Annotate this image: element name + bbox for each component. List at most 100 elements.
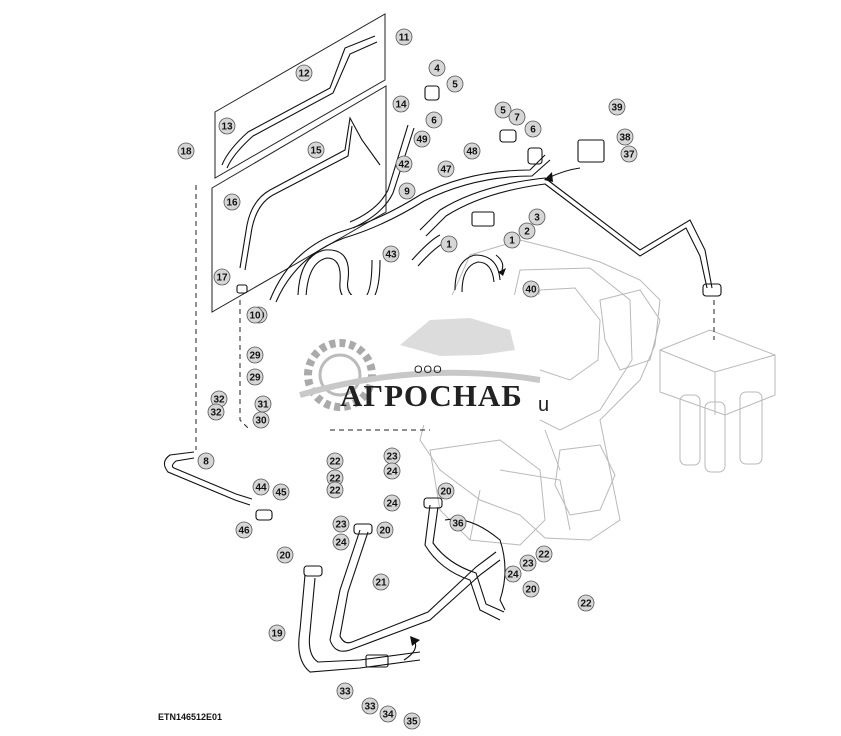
callout-number: 24 xyxy=(335,538,347,549)
callout-number: 3 xyxy=(534,213,540,224)
callout-number: 20 xyxy=(379,526,391,537)
callout-33: 33 xyxy=(336,682,354,700)
callout-bubble xyxy=(268,624,286,642)
callout-number: 34 xyxy=(382,710,394,721)
callout-19: 19 xyxy=(268,624,286,642)
callout-number: 44 xyxy=(255,483,267,494)
callout-layer: 1112131415161718456424948475763938379321… xyxy=(177,28,638,730)
callout-number: 8 xyxy=(203,457,209,468)
callout-bubble xyxy=(246,346,264,364)
callout-47: 47 xyxy=(437,160,455,178)
callout-40: 40 xyxy=(522,280,540,298)
callout-bubble xyxy=(519,554,537,572)
callout-number: 9 xyxy=(404,187,410,198)
line-to-filter xyxy=(419,177,722,297)
callout-number: 6 xyxy=(431,116,437,127)
callout-number: 45 xyxy=(275,488,287,499)
callout-number: 22 xyxy=(329,486,341,497)
callout-7: 7 xyxy=(508,108,526,126)
fittings xyxy=(236,85,605,668)
callout-number: 18 xyxy=(180,147,192,158)
callout-number: 22 xyxy=(329,474,341,485)
callout-9: 9 xyxy=(398,182,416,200)
watermark-brand-text: АГРОСНАБ xyxy=(340,378,523,413)
callout-13: 13 xyxy=(218,117,236,135)
callout-42: 42 xyxy=(395,155,413,173)
callout-number: 2 xyxy=(524,227,530,238)
callout-bubble xyxy=(608,98,626,116)
callout-bubble xyxy=(218,117,236,135)
callout-bubble xyxy=(295,64,313,82)
callout-bubble xyxy=(535,545,553,563)
callout-number: 31 xyxy=(257,400,269,411)
callout-number: 10 xyxy=(249,311,261,322)
callout-bubble xyxy=(494,101,512,119)
watermark-logo xyxy=(299,318,541,411)
callout-20: 20 xyxy=(376,521,394,539)
callout-22: 22 xyxy=(535,545,553,563)
callout-16: 16 xyxy=(223,193,241,211)
callout-bubble xyxy=(463,142,481,160)
callout-24: 24 xyxy=(383,462,401,480)
callout-number: 36 xyxy=(452,519,464,530)
callout-33: 33 xyxy=(361,697,379,715)
callout-bubble xyxy=(395,28,413,46)
callout-bubble xyxy=(449,514,467,532)
callout-number: 19 xyxy=(271,629,283,640)
callout-bubble xyxy=(440,235,458,253)
callout-bubble xyxy=(504,565,522,583)
callout-8: 8 xyxy=(197,452,215,470)
pipe-15 xyxy=(239,116,381,271)
callout-bubble xyxy=(425,111,443,129)
callout-3: 3 xyxy=(528,208,546,226)
callout-bubble xyxy=(577,594,595,612)
callout-46: 46 xyxy=(235,521,253,539)
callout-18: 18 xyxy=(177,142,195,160)
dashed-connectors xyxy=(195,185,715,450)
callout-number: 23 xyxy=(386,452,398,463)
callout-number: 15 xyxy=(310,146,322,157)
callout-bubble xyxy=(372,573,390,591)
callout-bubble xyxy=(446,75,464,93)
pipe-12 xyxy=(221,35,378,169)
callout-number: 35 xyxy=(406,717,418,728)
callout-number: 20 xyxy=(279,551,291,562)
callout-number: 32 xyxy=(213,395,225,406)
callout-bubble xyxy=(395,155,413,173)
callout-bubble xyxy=(332,533,350,551)
hose-9 xyxy=(269,154,551,303)
callout-bubble xyxy=(177,142,195,160)
callout-number: 29 xyxy=(249,373,261,384)
callout-24: 24 xyxy=(332,533,350,551)
callout-number: 46 xyxy=(238,526,250,537)
watermark-backdrop xyxy=(302,295,540,425)
callout-number: 16 xyxy=(226,198,238,209)
callout-number: 21 xyxy=(375,578,387,589)
callout-bubble xyxy=(518,222,536,240)
callout-38: 38 xyxy=(616,128,634,146)
callout-number: 7 xyxy=(514,113,520,124)
callout-number: 22 xyxy=(538,550,550,561)
callout-17: 17 xyxy=(213,268,231,286)
callout-48: 48 xyxy=(463,142,481,160)
callout-number: 13 xyxy=(221,122,233,133)
callout-6: 6 xyxy=(425,111,443,129)
callout-bubble xyxy=(620,145,638,163)
callout-number: 1 xyxy=(446,240,452,251)
callout-bubble xyxy=(413,130,431,148)
callout-31: 31 xyxy=(254,395,272,413)
callout-number: 47 xyxy=(440,165,452,176)
callout-20: 20 xyxy=(276,546,294,564)
diagram-code-label: ETN146512E01 xyxy=(158,712,223,722)
callout-bubble xyxy=(332,515,350,533)
callout-45: 45 xyxy=(272,483,290,501)
callout-bubble xyxy=(508,108,526,126)
callout-35: 35 xyxy=(403,712,421,730)
callout-29: 29 xyxy=(246,368,264,386)
pipe-21 xyxy=(329,529,501,652)
callout-number: 14 xyxy=(395,100,407,111)
callout-bubble xyxy=(382,245,400,263)
callout-bubble xyxy=(326,481,344,499)
callout-number: 39 xyxy=(611,103,623,114)
